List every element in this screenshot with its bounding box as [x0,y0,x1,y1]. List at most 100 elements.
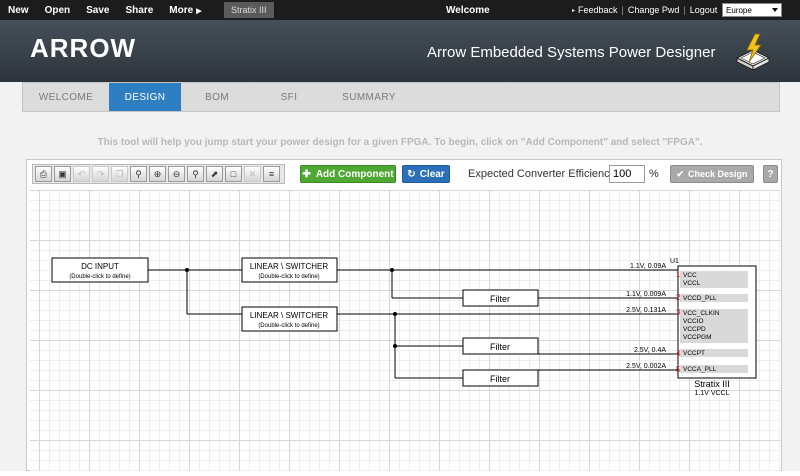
project-tab[interactable]: Stratix III [224,2,274,18]
pin-name: VCCD_PLL [683,295,717,302]
print-icon[interactable]: ⎙ [35,166,52,182]
plus-icon: ✚ [302,168,311,180]
chip-lightning-icon [733,32,773,77]
design-canvas[interactable]: DC INPUT (Double-click to define) LINEAR… [30,190,780,471]
dc-input-block[interactable]: DC INPUT (Double-click to define) [51,257,149,283]
converter-subtitle: (Double-click to define) [258,323,319,329]
tab-design[interactable]: DESIGN [109,83,181,111]
pin-number: 2 [676,293,681,302]
checkmark-icon: ✔ [676,168,684,179]
top-menu-bar: New Open Save Share More▶ Stratix III We… [0,0,800,20]
tool-group: ⎙ ▣ ↶ ↷ ❐ ⚲ ⊕ ⊖ ⚲ ⬈ □ ✕ ≡ [32,164,285,184]
region-value: Europe [726,5,752,15]
add-component-button[interactable]: ✚ Add Component [300,165,396,183]
new-menu-item[interactable]: New [8,4,29,16]
schematic: DC INPUT (Double-click to define) LINEAR… [51,257,757,397]
rail-label: 1.1V, 0.09A [630,263,666,270]
help-button[interactable]: ? [763,165,778,183]
share-menu-item[interactable]: Share [125,4,154,16]
tab-bom[interactable]: BOM [205,91,229,103]
save-image-icon[interactable]: ▣ [54,166,71,182]
filter-block[interactable]: Filter [462,337,539,355]
converter-subtitle: (Double-click to define) [258,274,319,280]
filter-block[interactable]: Filter [462,289,539,307]
main-tabs: WELCOME DESIGN BOM SFI SUMMARY [22,82,780,112]
percent-label: % [649,168,659,180]
converter-title: LINEAR \ SWITCHER [250,262,328,271]
region-select[interactable]: Europe [722,3,782,17]
converter-title: LINEAR \ SWITCHER [250,311,328,320]
filter-label: Filter [490,294,510,304]
converter-block[interactable]: LINEAR \ SWITCHER (Double-click to defin… [241,257,338,283]
zoom-reset-icon[interactable]: ⚲ [187,166,204,182]
app-header: ARROW Arrow Embedded Systems Power Desig… [0,20,800,82]
account-links: ▸ Feedback | Change Pwd | Logout [572,0,721,20]
zoom-fit-icon[interactable]: ⚲ [130,166,147,182]
clear-button[interactable]: ↻ Clear [402,165,450,183]
pin-name: VCCIO [683,318,704,325]
pin-name: VCCPT [683,350,705,357]
design-toolbar: ⎙ ▣ ↶ ↷ ❐ ⚲ ⊕ ⊖ ⚲ ⬈ □ ✕ ≡ ✚ Add Componen… [28,162,780,188]
feedback-link[interactable]: Feedback [578,5,618,15]
pin-number: 4 [676,349,681,358]
arrow-logo: ARROW [30,33,160,65]
pin-number: 1 [676,270,681,279]
clear-label: Clear [419,168,445,180]
rail-label: 2.5V, 0.4A [634,347,666,354]
add-component-label: Add Component [315,168,394,180]
separator: | [683,5,686,15]
pin-number: 5 [676,365,681,374]
open-menu-item[interactable]: Open [44,4,71,16]
efficiency-label: Expected Converter Efficiency: [468,168,619,180]
intro-text: This tool will help you jump start your … [97,137,703,148]
dc-input-title: DC INPUT [81,262,119,271]
redo-icon[interactable]: ↷ [92,166,109,182]
bullet-icon: ▸ [572,7,576,14]
delete-icon[interactable]: ✕ [244,166,261,182]
arrow-logo-icon: ARROW [30,33,136,63]
tab-sfi[interactable]: SFI [280,91,298,103]
refresh-icon: ↻ [407,168,416,180]
file-menu: New Open Save Share More▶ [8,0,234,20]
logout-link[interactable]: Logout [689,5,718,15]
efficiency-input[interactable] [609,165,645,183]
pin-name: VCC [683,272,697,279]
pin-name: VCC_CLKIN [683,310,720,317]
app-title: Arrow Embedded Systems Power Designer [427,44,716,61]
check-design-label: Check Design [688,169,748,179]
fpga-subname: 1.1V VCCL [694,390,729,397]
wire-icon[interactable]: ≡ [263,166,280,182]
pointer-icon[interactable]: ⬈ [206,166,223,182]
undo-icon[interactable]: ↶ [73,166,90,182]
fpga-block[interactable]: U1 1 2 3 4 5 VCC VCCL VCCD_PLL VCC_CLKIN… [670,258,757,397]
rail-label: 2.5V, 0.002A [626,363,666,370]
pin-name: VCCPGM [683,334,712,341]
rail-label: 1.1V, 0.009A [626,291,666,298]
converter-block[interactable]: LINEAR \ SWITCHER (Double-click to defin… [241,306,338,332]
filter-label: Filter [490,374,510,384]
fpga-ref: U1 [670,258,679,265]
check-design-button[interactable]: ✔ Check Design [670,165,754,183]
tab-summary[interactable]: SUMMARY [342,91,396,103]
more-label: More [169,4,194,16]
fpga-name: Stratix III [694,379,730,389]
filter-label: Filter [490,342,510,352]
rail-label: 2.5V, 0.131A [626,307,666,314]
tab-welcome[interactable]: WELCOME [38,91,94,103]
logo-text: ARROW [30,36,136,60]
copy-icon[interactable]: ❐ [111,166,128,182]
pin-number: 3 [676,308,681,317]
pin-name: VCCPD [683,326,706,333]
zoom-out-icon[interactable]: ⊖ [168,166,185,182]
triangle-right-icon: ▶ [196,7,202,15]
change-pwd-link[interactable]: Change Pwd [627,5,680,15]
dc-input-subtitle: (Double-click to define) [69,274,130,280]
select-box-icon[interactable]: □ [225,166,242,182]
filter-block[interactable]: Filter [462,369,539,387]
chevron-down-icon [772,8,778,12]
save-menu-item[interactable]: Save [86,4,110,16]
welcome-label: Welcome [446,4,490,16]
zoom-in-icon[interactable]: ⊕ [149,166,166,182]
more-menu-item[interactable]: More▶ [169,5,217,16]
pin-name: VCCA_PLL [683,366,717,373]
